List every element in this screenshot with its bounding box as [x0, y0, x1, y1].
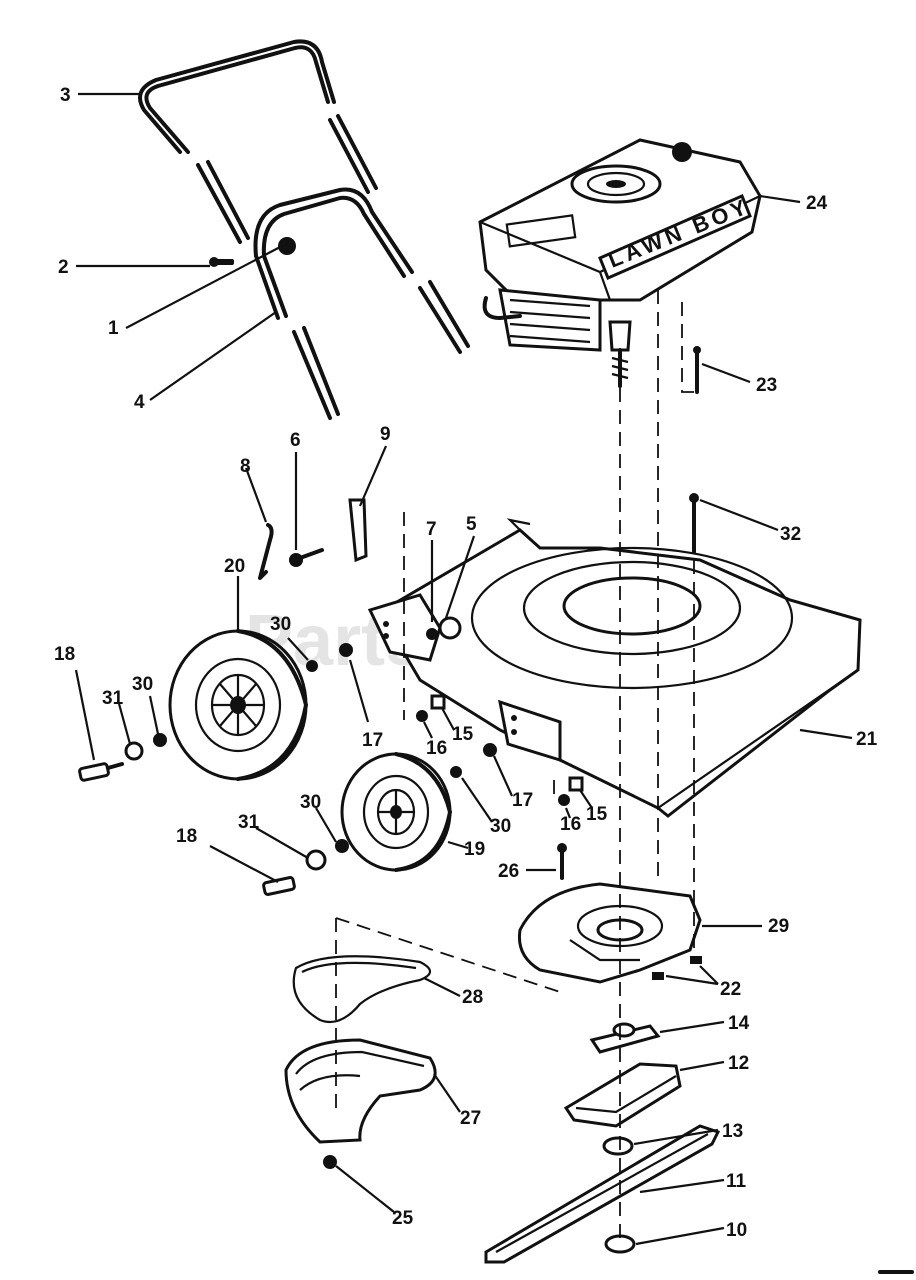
- callout-14: 14: [728, 1013, 750, 1034]
- callout-2: 2: [58, 257, 69, 278]
- front-wheel: [340, 752, 452, 872]
- blade-baffle: [517, 882, 702, 984]
- blade-bolt: [604, 1234, 636, 1254]
- washer-31a: [124, 741, 144, 761]
- nut-22a: [652, 972, 664, 980]
- washer-30c: [153, 733, 167, 747]
- nut-25: [323, 1155, 337, 1169]
- callout-27: 27: [460, 1108, 481, 1129]
- callout-15a: 15: [452, 724, 474, 745]
- blade-adapter: [563, 1062, 682, 1128]
- adjuster-spring: [258, 523, 274, 580]
- upper-handle: [138, 39, 378, 244]
- callout-13: 13: [722, 1121, 743, 1142]
- callout-24: 24: [806, 193, 828, 214]
- handle-knob: [278, 237, 296, 255]
- engine: LAWN BOY: [478, 138, 762, 388]
- callout-31a: 31: [102, 688, 124, 709]
- callout-17b: 17: [512, 790, 533, 811]
- nut-16b: [558, 794, 570, 806]
- callout-32: 32: [780, 524, 801, 545]
- callout-16a: 16: [426, 738, 447, 759]
- cutter-housing: [284, 1038, 437, 1144]
- callout-18b: 18: [176, 826, 197, 847]
- washer-30a: [306, 660, 318, 672]
- callout-8: 8: [240, 456, 251, 477]
- callout-4: 4: [134, 392, 145, 413]
- lower-handle: [253, 187, 470, 420]
- adjuster-bracket: [348, 498, 368, 563]
- wheel-bolt-rear: [78, 762, 124, 782]
- callout-11: 11: [726, 1171, 747, 1192]
- callout-22: 22: [720, 979, 741, 1000]
- blade-washer: [602, 1136, 634, 1156]
- callout-18a: 18: [54, 644, 75, 665]
- mower-deck: [367, 518, 862, 818]
- callout-30b: 30: [132, 674, 153, 695]
- seal-ring: [292, 955, 432, 1024]
- blade-adapter-plate: [589, 1022, 661, 1054]
- callout-30d: 30: [300, 792, 321, 813]
- callout-23: 23: [756, 375, 777, 396]
- nut-15a: [430, 694, 446, 710]
- callout-20: 20: [224, 556, 245, 577]
- callout-12: 12: [728, 1053, 749, 1074]
- callout-30a: 30: [270, 614, 291, 635]
- washer-30b: [450, 766, 462, 778]
- callout-19: 19: [464, 839, 485, 860]
- callout-5: 5: [466, 514, 477, 535]
- callout-25: 25: [392, 1208, 414, 1229]
- callout-21: 21: [856, 729, 878, 750]
- callout-26: 26: [498, 861, 519, 882]
- callout-numbers: 3 2 1 4 24 23 32 9 6 8 7 5 20 30 18 31 3…: [54, 85, 878, 1241]
- adjuster-bolt: [289, 548, 324, 567]
- callout-15b: 15: [586, 804, 608, 825]
- callout-29: 29: [768, 916, 789, 937]
- callout-9: 9: [380, 424, 391, 445]
- callout-10: 10: [726, 1220, 747, 1241]
- washer-30d: [335, 839, 349, 853]
- callout-31b: 31: [238, 812, 260, 833]
- rear-wheel: [168, 629, 308, 781]
- cutting-blade: [484, 1124, 721, 1264]
- callout-17a: 17: [362, 730, 383, 751]
- alignment-lines: [335, 290, 696, 1240]
- nut-22b: [690, 956, 702, 964]
- callout-16b: 16: [560, 814, 581, 835]
- callout-28: 28: [462, 987, 483, 1008]
- callout-30c: 30: [490, 816, 511, 837]
- callout-1: 1: [108, 318, 119, 339]
- callout-6: 6: [290, 430, 301, 451]
- nut-17b: [483, 743, 497, 757]
- wheel-bolt-front: [262, 876, 296, 896]
- nut-15b: [568, 776, 584, 792]
- handle-bolt: [209, 257, 234, 267]
- nut-16a: [416, 710, 428, 722]
- leader-lines: [74, 92, 853, 1246]
- callout-7: 7: [426, 519, 437, 540]
- nut-17a: [339, 643, 353, 657]
- callout-3: 3: [60, 85, 71, 106]
- washer-31b: [305, 849, 327, 871]
